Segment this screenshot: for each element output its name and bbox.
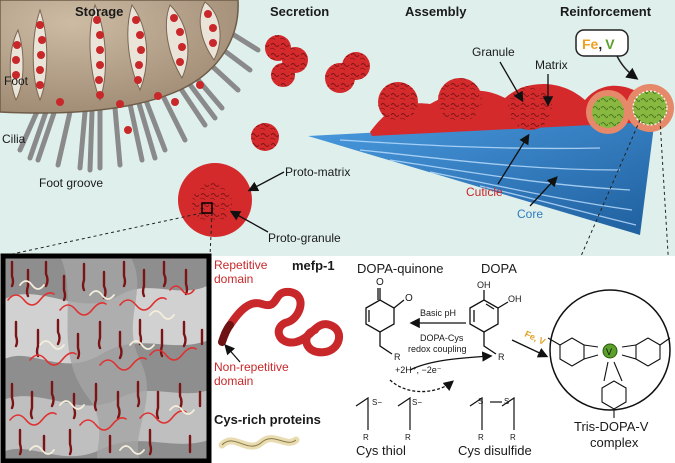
dopa-r: R	[498, 352, 505, 362]
core-streaks	[339, 139, 637, 226]
thiol-r-2: R	[405, 433, 411, 442]
basic-ph-label: Basic pH	[420, 308, 456, 318]
redox-label-2: redox coupling	[408, 344, 467, 354]
label-matrix: Matrix	[535, 58, 568, 72]
quinone-r: R	[394, 352, 401, 362]
reinforced-granules	[586, 84, 674, 134]
cys-disulfide-structure	[469, 396, 515, 430]
label-proto-matrix: Proto-matrix	[285, 165, 350, 179]
label-core: Core	[517, 207, 543, 221]
repetitive-label-1: Repetitive	[214, 258, 268, 272]
label-cuticle: Cuticle	[466, 185, 503, 199]
secretion-granules	[251, 35, 370, 151]
disulfide-s-2: S	[504, 397, 509, 406]
cys-rich-outline	[221, 438, 297, 447]
dopa-oh-1: OH	[477, 280, 491, 290]
vanadium-atom: V	[606, 347, 612, 357]
stage-secretion: Secretion	[270, 4, 329, 19]
stage-reinforcement: Reinforcement	[560, 4, 652, 19]
dopa-label: DOPA	[481, 261, 517, 276]
v-label: V	[605, 36, 615, 52]
cys-rich-label: Cys-rich proteins	[214, 412, 321, 427]
label-foot: Foot	[4, 74, 29, 88]
dopa-quinone-structure	[365, 288, 405, 355]
assembly-granules	[378, 78, 552, 130]
thiol-r-1: R	[363, 433, 369, 442]
fe-v-callout: Fe,V	[575, 29, 639, 80]
nonrep-label-2: domain	[214, 374, 253, 388]
cilia-bundle	[17, 22, 261, 173]
stage-storage: Storage	[75, 4, 123, 19]
label-cilia: Cilia	[2, 132, 26, 146]
fe-v-arrow	[511, 339, 549, 358]
electrons-label: +2H⁺, −2e⁻	[395, 365, 442, 375]
label-foot-groove: Foot groove	[39, 176, 103, 190]
quinone-o-1: O	[376, 277, 384, 288]
tris-label-2: complex	[590, 435, 639, 450]
thiol-s-1: S−	[372, 398, 382, 407]
nonrep-arrow	[224, 344, 241, 363]
label-granule: Granule	[472, 45, 515, 59]
core-arrow	[529, 176, 558, 207]
redox-arrow	[409, 351, 493, 371]
svg-text:Fe,V: Fe,V	[582, 36, 615, 52]
top-panel: Storage Secretion Assembly Reinforcement…	[0, 0, 675, 321]
proto-granule-arrow	[229, 210, 269, 233]
disulfide-r-2: R	[510, 433, 516, 442]
cys-disulfide-label: Cys disulfide	[458, 443, 532, 458]
core	[308, 118, 655, 235]
thiol-s-2: S−	[412, 398, 422, 407]
granule-arrow	[499, 61, 524, 103]
mefp1-label: mefp-1	[292, 258, 335, 273]
fe-label: Fe	[582, 36, 599, 52]
cys-thiol-label: Cys thiol	[356, 443, 406, 458]
cys-thiol-structure	[355, 396, 411, 430]
nonrep-label-1: Non-repetitive	[214, 360, 289, 374]
proto-matrix-arrow	[247, 171, 285, 192]
comma-label: ,	[598, 36, 602, 52]
dopa-quinone-label: DOPA-quinone	[357, 261, 443, 276]
proto-granule	[178, 163, 252, 237]
repetitive-label-2: domain	[214, 272, 253, 286]
mefp1-protein	[218, 287, 343, 357]
zoom-box	[0, 253, 212, 463]
electron-arrow	[389, 379, 454, 393]
quinone-o-2: O	[405, 293, 413, 304]
foot-granules	[12, 10, 217, 134]
disulfide-r-1: R	[478, 433, 484, 442]
label-proto-granule: Proto-granule	[268, 231, 341, 245]
stage-assembly: Assembly	[405, 4, 467, 19]
tris-dopa-v-complex: V	[547, 289, 671, 418]
dopa-oh-2: OH	[508, 294, 522, 304]
tris-label-1: Tris-DOPA-V	[574, 419, 649, 434]
disulfide-s-1: S	[478, 397, 483, 406]
cuticle-arrow	[497, 133, 530, 185]
redox-label-1: DOPA-Cys	[420, 333, 464, 343]
